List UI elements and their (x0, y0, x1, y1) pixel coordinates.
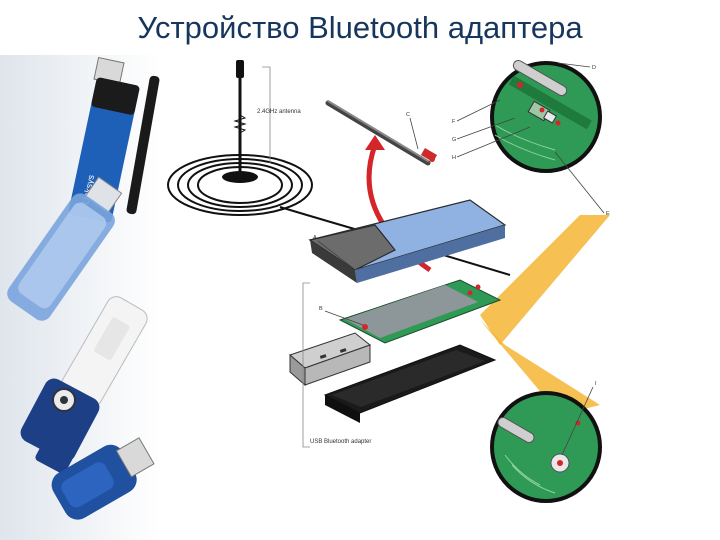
dark-blue-swivel-adapter (20, 378, 100, 474)
callout-h: H (452, 155, 456, 161)
callout-b: B (319, 306, 323, 312)
antenna-label: 2.4GHz antenna (257, 109, 301, 115)
antenna: 2.4GHz antenna (167, 60, 511, 276)
callout-g: G (452, 137, 456, 143)
callout-i: I (595, 381, 597, 387)
callout-e: E (606, 211, 610, 217)
usb-adapter-label: USB Bluetooth adapter (310, 439, 371, 445)
top-cover (308, 199, 507, 283)
zoom-detail-bottom (490, 391, 602, 503)
slide-title: Устройство Bluetooth адаптера (137, 10, 583, 45)
callout-a: A (313, 235, 317, 241)
assembly-arrow-head (365, 135, 385, 150)
adapters-photo: Linksys (0, 55, 160, 540)
bottom-shell (323, 344, 497, 423)
callout-f: F (452, 119, 456, 125)
callout-d: D (592, 65, 596, 71)
circuit-board (338, 279, 502, 344)
exploded-adapter-diagram: 2.4GHz antenna USB Blue (167, 60, 610, 503)
usb-plug (289, 332, 372, 387)
highlight-beam-top (480, 215, 610, 345)
zoom-detail-top (490, 60, 602, 173)
blue-translucent-adapter (7, 176, 123, 321)
antenna-connector (325, 100, 438, 166)
bottom-blue-adapter (51, 437, 155, 520)
highlight-beam-bottom (480, 320, 600, 415)
callout-c: C (406, 112, 410, 118)
